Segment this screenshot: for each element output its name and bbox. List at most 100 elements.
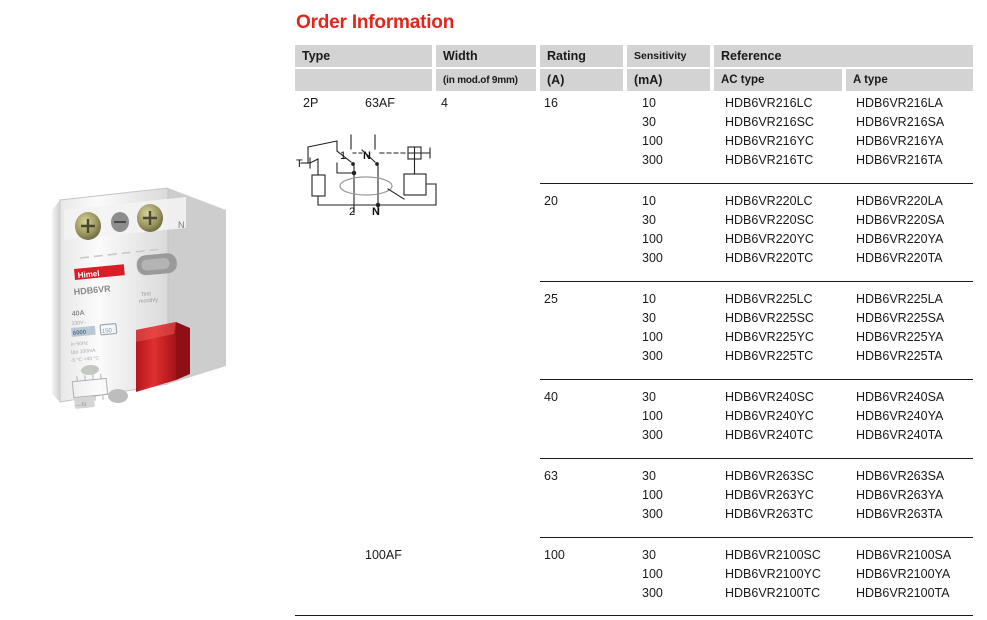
ac-type-reference: HDB6VR2100YC	[725, 567, 821, 581]
ac-type-reference: HDB6VR216YC	[725, 134, 814, 148]
ac-type-reference: HDB6VR220YC	[725, 232, 814, 246]
ac-type-reference: HDB6VR2100TC	[725, 586, 821, 600]
sensitivity-value: 300	[642, 251, 663, 265]
ac-type-reference: HDB6VR240YC	[725, 409, 814, 423]
page-title: Order Information	[296, 12, 455, 33]
svg-text:230V~: 230V~	[72, 320, 87, 327]
header-type: Type	[295, 45, 432, 67]
product-photo: N Himel HDB6VR Test monthly 40A 230V~ 60…	[40, 170, 250, 420]
svg-text:-5 °C +40 °C: -5 °C +40 °C	[71, 355, 100, 364]
a-type-reference: HDB6VR216TA	[856, 153, 943, 167]
sensitivity-value: 30	[642, 311, 656, 325]
header-type-spacer	[295, 69, 432, 91]
sensitivity-value: 300	[642, 428, 663, 442]
a-type-reference: HDB6VR216YA	[856, 134, 944, 148]
svg-text:HDB6VR: HDB6VR	[73, 283, 111, 297]
header-rating: Rating	[540, 45, 623, 67]
group-separator	[540, 537, 973, 538]
sensitivity-value: 30	[642, 469, 656, 483]
diagram-label-line2: 2	[349, 206, 355, 215]
sensitivity-value: 100	[642, 232, 663, 246]
sensitivity-value: 10	[642, 292, 656, 306]
sensitivity-value: 100	[642, 134, 663, 148]
a-type-reference: HDB6VR240SA	[856, 390, 945, 404]
a-type-reference: HDB6VR225LA	[856, 292, 943, 306]
rating-value: 63	[544, 469, 558, 483]
sensitivity-value: 300	[642, 349, 663, 363]
ac-type-reference: HDB6VR220SC	[725, 213, 814, 227]
header-sensitivity: Sensitivity	[627, 45, 710, 67]
table-header-row-2: (in mod.of 9mm) (A) (mA) AC type A type	[295, 69, 973, 91]
group-separator	[540, 281, 973, 282]
a-type-reference: HDB6VR216LA	[856, 96, 943, 110]
order-information-table: Type Width Rating Sensitivity Reference …	[295, 45, 973, 620]
svg-text:150: 150	[102, 328, 113, 335]
a-type-reference: HDB6VR216SA	[856, 115, 945, 129]
svg-text:—N: —N	[76, 402, 87, 409]
a-type-reference: HDB6VR220LA	[856, 194, 943, 208]
a-type-reference: HDB6VR2100TA	[856, 586, 950, 600]
diagram-label-line-n-top: N	[363, 150, 371, 162]
header-reference: Reference	[714, 45, 973, 67]
header-a-type: A type	[846, 69, 973, 91]
rating-value: 40	[544, 390, 558, 404]
diagram-label-line1: 1	[340, 150, 346, 162]
svg-text:monthly: monthly	[139, 297, 159, 305]
ac-type-reference: HDB6VR220LC	[725, 194, 813, 208]
a-type-reference: HDB6VR220TA	[856, 251, 943, 265]
a-type-reference: HDB6VR240TA	[856, 428, 943, 442]
rating-value: 100	[544, 548, 565, 562]
sensitivity-value: 30	[642, 213, 656, 227]
a-type-reference: HDB6VR225SA	[856, 311, 945, 325]
ac-type-reference: HDB6VR216TC	[725, 153, 814, 167]
a-type-reference: HDB6VR263YA	[856, 488, 944, 502]
diagram-label-test: T	[296, 158, 303, 170]
ac-type-reference: HDB6VR220TC	[725, 251, 814, 265]
sensitivity-value: 100	[642, 488, 663, 502]
svg-text:N: N	[178, 220, 185, 230]
ac-type-reference: HDB6VR263SC	[725, 469, 814, 483]
a-type-reference: HDB6VR220YA	[856, 232, 944, 246]
ac-type-reference: HDB6VR263YC	[725, 488, 814, 502]
rccb-device-illustration: N Himel HDB6VR Test monthly 40A 230V~ 60…	[52, 187, 226, 409]
sensitivity-value: 100	[642, 330, 663, 344]
type-poles: 2P	[303, 96, 319, 110]
sensitivity-value: 300	[642, 507, 663, 521]
sensitivity-value: 30	[642, 548, 656, 562]
a-type-reference: HDB6VR263SA	[856, 469, 945, 483]
ac-type-reference: HDB6VR263TC	[725, 507, 814, 521]
a-type-reference: HDB6VR263TA	[856, 507, 943, 521]
a-type-reference: HDB6VR2100SA	[856, 548, 952, 562]
a-type-reference: HDB6VR2100YA	[856, 567, 951, 581]
svg-text:In 50Hz: In 50Hz	[71, 340, 89, 348]
frame-size-63af: 63AF	[365, 96, 395, 110]
svg-text:Test: Test	[141, 291, 152, 298]
ac-type-reference: HDB6VR240TC	[725, 428, 814, 442]
sensitivity-value: 30	[642, 390, 656, 404]
table-bottom-border	[295, 615, 973, 617]
group-separator	[540, 379, 973, 380]
header-sensitivity-sub: (mA)	[627, 69, 710, 91]
frame-size-100af: 100AF	[365, 548, 402, 562]
ac-type-reference: HDB6VR2100SC	[725, 548, 821, 562]
header-rating-sub: (A)	[540, 69, 623, 91]
table-header-row-1: Type Width Rating Sensitivity Reference	[295, 45, 973, 67]
sensitivity-value: 30	[642, 115, 656, 129]
a-type-reference: HDB6VR220SA	[856, 213, 945, 227]
a-type-reference: HDB6VR225YA	[856, 330, 944, 344]
sensitivity-value: 10	[642, 96, 656, 110]
header-width: Width	[436, 45, 536, 67]
sensitivity-value: 300	[642, 586, 663, 600]
sensitivity-value: 100	[642, 567, 663, 581]
sensitivity-value: 10	[642, 194, 656, 208]
ac-type-reference: HDB6VR225LC	[725, 292, 813, 306]
sensitivity-value: 300	[642, 153, 663, 167]
sensitivity-value: 100	[642, 409, 663, 423]
svg-text:Himel: Himel	[77, 269, 100, 280]
rating-value: 25	[544, 292, 558, 306]
svg-text:40A: 40A	[72, 310, 85, 318]
header-ac-type: AC type	[714, 69, 842, 91]
group-separator	[540, 183, 973, 184]
ac-type-reference: HDB6VR225TC	[725, 349, 814, 363]
